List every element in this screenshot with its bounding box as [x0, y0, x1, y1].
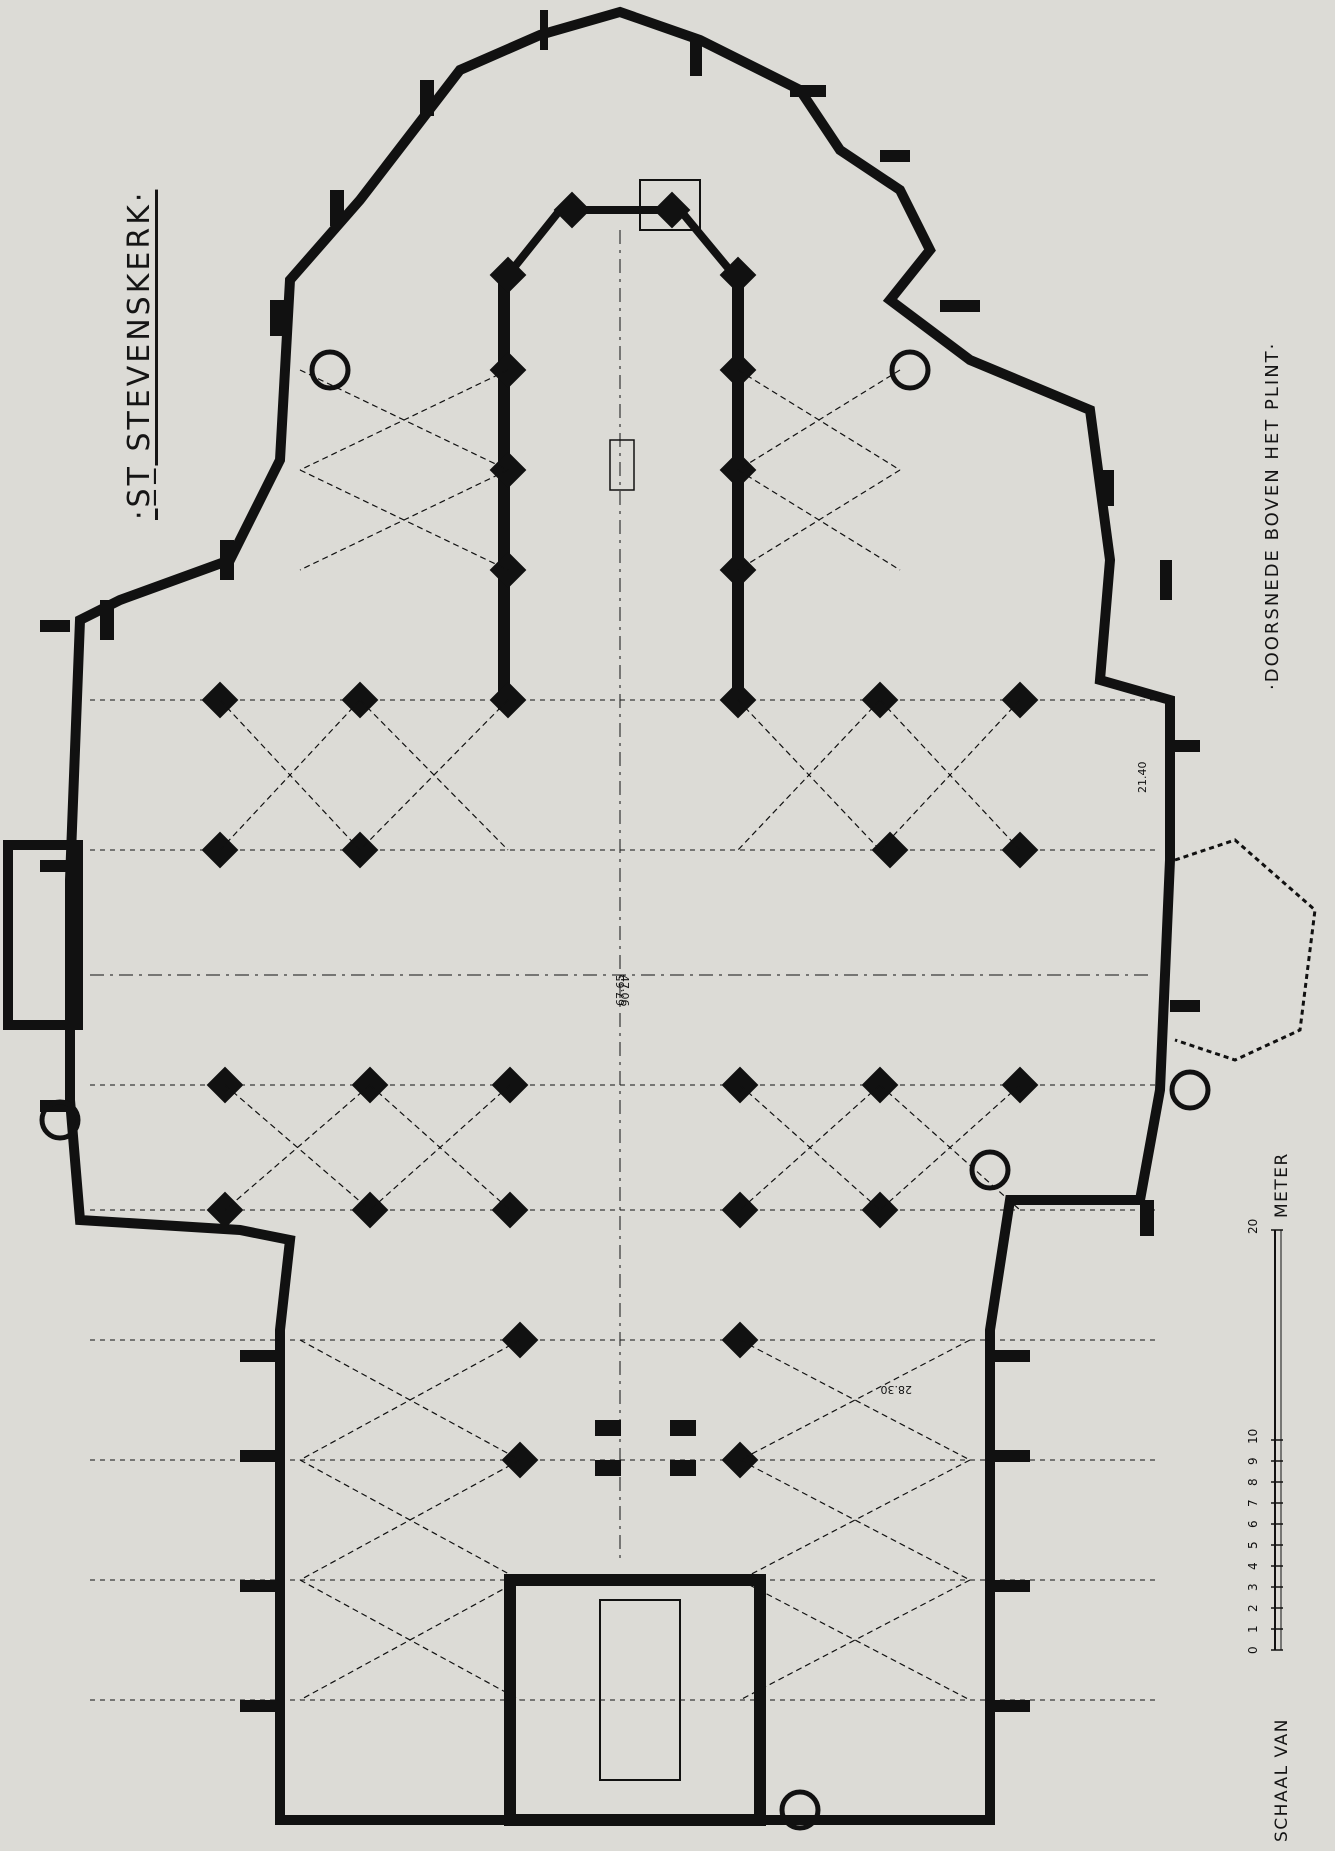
buttress: [270, 300, 284, 336]
exterior-wall: [65, 6, 1175, 1825]
pier: [719, 256, 757, 294]
vault-rib: [739, 1579, 971, 1701]
vault-rib: [739, 1459, 971, 1581]
buttress: [240, 1350, 280, 1362]
buttress: [540, 10, 548, 50]
vault-rib: [739, 1459, 971, 1581]
buttress: [940, 300, 980, 312]
stair-turret: [39, 1099, 81, 1141]
vault-rib: [299, 369, 509, 471]
buttress: [220, 540, 234, 580]
scale-tick-label: 9: [1246, 1457, 1260, 1465]
stair-turret: [969, 1149, 1011, 1191]
stair-turret: [889, 349, 931, 391]
stair-turret: [1169, 1069, 1211, 1111]
dimension-nave-length: 47.06: [618, 975, 631, 1007]
pier: [653, 191, 691, 229]
vault-rib: [879, 1084, 1021, 1211]
scale-unit-label: METER: [1272, 1152, 1292, 1218]
buttress: [330, 190, 344, 226]
buttress: [990, 1450, 1030, 1462]
scale-tick-label: 3: [1246, 1583, 1260, 1591]
dimension-transept-width: 21.40: [1136, 761, 1149, 794]
vault-rib: [879, 699, 1021, 851]
buttress: [100, 600, 114, 640]
pew-block: [595, 1420, 621, 1436]
scale-tick-label: 4: [1246, 1562, 1260, 1570]
buttress: [1140, 1200, 1154, 1236]
buttress: [880, 150, 910, 162]
scale-prefix-label: SCHAAL VAN: [1272, 1718, 1292, 1842]
scale-tick-label: 5: [1246, 1541, 1260, 1549]
pier: [489, 256, 527, 294]
stair-turret: [309, 349, 351, 391]
west-tower: [504, 1574, 766, 1826]
north-porch: [3, 840, 83, 1030]
vault-rib: [299, 469, 509, 571]
buttress: [990, 1350, 1030, 1362]
choir-arcade-left: [498, 270, 510, 710]
buttress: [1170, 740, 1200, 752]
choir-altar: [639, 179, 701, 231]
vault-rib: [739, 1339, 971, 1461]
south-porch: [1174, 838, 1317, 1062]
drawing-title: ·S̲T̲ STEVENSKERK·: [122, 189, 157, 520]
buttress: [990, 1580, 1030, 1592]
buttress: [420, 80, 434, 116]
vault-rib: [359, 699, 509, 851]
section-note: ·DOORSNEDE BOVEN HET PLINT·: [1262, 341, 1283, 690]
choir-apse-arcade: [500, 206, 742, 283]
buttress: [240, 1700, 280, 1712]
choir-arcade-right: [732, 270, 744, 710]
pier: [553, 191, 591, 229]
buttress: [1170, 1000, 1200, 1012]
vault-rib: [737, 469, 901, 571]
tower-inner: [599, 1599, 681, 1781]
vault-rib: [739, 1579, 971, 1701]
buttress: [790, 85, 826, 97]
vault-rib: [299, 1579, 521, 1701]
scale-bar: 0 1 2 3 4 5 6 7 8 9 10 20: [1246, 1219, 1283, 1654]
pew-block: [595, 1460, 621, 1476]
vault-rib: [299, 1459, 521, 1581]
scale-tick-label: 10: [1246, 1429, 1260, 1444]
vault-rib: [739, 1339, 971, 1461]
buttress: [990, 1700, 1030, 1712]
scale-tick-label: 2: [1246, 1604, 1260, 1612]
vault-rib: [224, 1084, 371, 1211]
vault-rib: [737, 699, 881, 851]
vault-rib: [219, 699, 361, 851]
vault-rib: [739, 1084, 881, 1211]
buttress: [40, 860, 70, 872]
stair-turret: [779, 1789, 821, 1831]
buttress: [1100, 470, 1114, 506]
scale-tick-label: 7: [1246, 1499, 1260, 1507]
pew-block: [670, 1420, 696, 1436]
buttress: [40, 620, 70, 632]
scale-tick-label: 6: [1246, 1520, 1260, 1528]
scale-tick-label: 1: [1246, 1625, 1260, 1633]
buttress: [690, 40, 702, 76]
vault-rib: [299, 1339, 521, 1461]
buttress: [1160, 560, 1172, 600]
vault-rib: [737, 369, 901, 471]
altar-table: [609, 439, 635, 491]
buttress: [240, 1450, 280, 1462]
buttress: [240, 1580, 280, 1592]
scale-tick-label: 0: [1246, 1646, 1260, 1654]
scale-tick-label: 8: [1246, 1478, 1260, 1486]
dimension-aisle-width: 28.30: [880, 1383, 913, 1396]
pew-block: [670, 1460, 696, 1476]
vault-rib: [369, 1084, 511, 1211]
scale-tick-label: 20: [1246, 1219, 1260, 1234]
